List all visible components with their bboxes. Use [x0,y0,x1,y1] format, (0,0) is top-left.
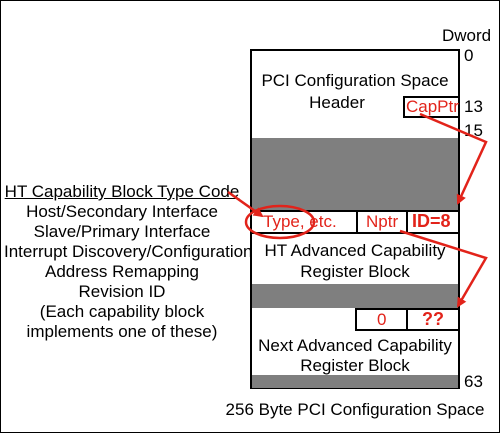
capptr-label: CapPtr [406,97,459,116]
ht-id-field: ID=8 [412,211,451,231]
side-list-item: Interrupt Discovery/Configuration [4,242,253,261]
side-list-item: Revision ID [78,282,166,301]
offset-15: 15 [464,121,483,140]
reserved-band-2 [252,284,458,308]
ht-block-line2: Register Block [300,262,410,281]
offset-0: 0 [464,46,474,65]
offset-63: 63 [464,372,483,391]
side-list-item: Address Remapping [44,262,200,281]
reserved-band-1 [252,138,458,210]
offset-13: 13 [464,97,483,116]
config-header-line2: Header [309,93,365,112]
ht-row-divider-1 [356,210,358,234]
next-unknown-field: ?? [422,309,444,329]
side-list-item: (Each capability block [39,302,205,321]
ht-type-field: Type, etc. [263,212,337,231]
next-block-line1: Next Advanced Capability [258,336,452,355]
next-block-line2: Register Block [300,356,410,375]
reserved-band-3 [252,375,458,388]
side-list-title: HT Capability Block Type Code [4,182,240,201]
side-list-items: Host/Secondary Interface Slave/Primary I… [4,202,253,343]
next-zero-field: 0 [377,310,387,329]
next-row-divider [406,308,408,331]
ht-row-divider-2 [406,210,408,234]
diagram-caption: 256 Byte PCI Configuration Space [225,400,485,419]
side-list-item: Slave/Primary Interface [33,222,211,241]
side-list-item: implements one of these) [26,322,218,341]
side-list-item: Host/Secondary Interface [26,202,218,221]
dword-header: Dword [442,26,492,45]
config-header-line1: PCI Configuration Space [261,71,449,90]
ht-block-line1: HT Advanced Capability [264,241,446,260]
ht-nptr-field: Nptr [366,212,399,231]
